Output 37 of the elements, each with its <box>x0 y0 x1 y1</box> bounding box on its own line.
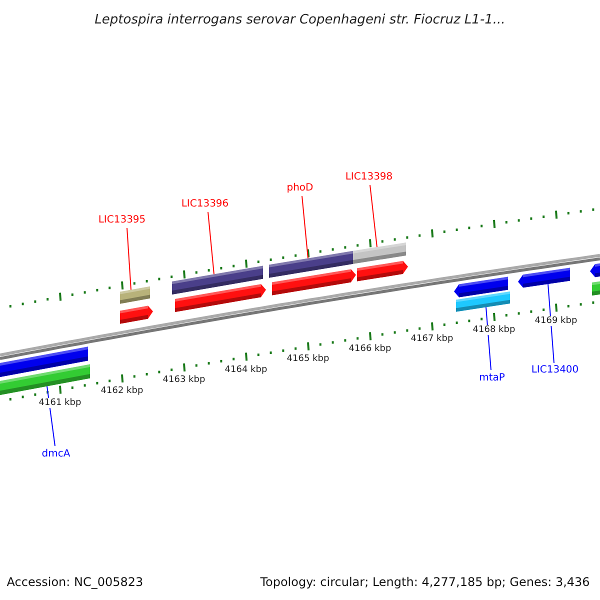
scale-label: 4169 kbp <box>534 316 578 326</box>
leader-line <box>548 283 554 364</box>
gene-label: LIC13400 <box>531 364 579 376</box>
footer-text: Accession: NC_005823 <box>6 575 144 589</box>
gene-label: phoD <box>286 182 314 194</box>
gene-label: dmcA <box>42 448 70 460</box>
gene-bar <box>353 242 406 264</box>
scale-label: 4166 kbp <box>348 344 392 354</box>
gene-bar <box>120 286 150 304</box>
leader-line <box>370 184 378 248</box>
footer-text: Topology: circular; Length: 4,277,185 bp; Genes: 3,436 <box>260 575 590 589</box>
gene-label: LIC13396 <box>181 198 229 210</box>
pointed-gene-bar <box>518 268 570 288</box>
leader-line <box>46 386 56 446</box>
title: Leptospira interrogans serovar Copenhageni str. Fiocruz L1-1... <box>94 12 506 28</box>
gene-bar <box>592 281 600 296</box>
scale-label: 4165 kbp <box>286 354 330 364</box>
leader-line <box>126 228 132 290</box>
gene-label: LIC13398 <box>345 172 393 182</box>
pointed-gene-bar <box>590 263 600 278</box>
gene-label: mtaP <box>479 372 505 384</box>
pointed-gene-bar <box>454 276 508 298</box>
pointed-gene-bar <box>175 284 266 312</box>
scale-label: 4161 kbp <box>38 398 82 408</box>
pointed-gene-bar <box>120 306 153 324</box>
leader-line <box>302 196 308 259</box>
scale-label: 4168 kbp <box>472 324 516 335</box>
scale-label: 4167 kbp <box>410 334 454 344</box>
gene-label: LIC13395 <box>98 214 146 226</box>
gene-bar <box>456 292 510 312</box>
scale-label: 4163 kbp <box>162 375 206 386</box>
gene-bar <box>0 364 90 395</box>
leader-line <box>208 212 214 275</box>
scale-label: 4162 kbp <box>100 386 144 396</box>
pointed-gene-bar <box>357 260 408 282</box>
scale-label: 4164 kbp <box>224 364 268 375</box>
pointed-gene-bar <box>272 269 356 296</box>
